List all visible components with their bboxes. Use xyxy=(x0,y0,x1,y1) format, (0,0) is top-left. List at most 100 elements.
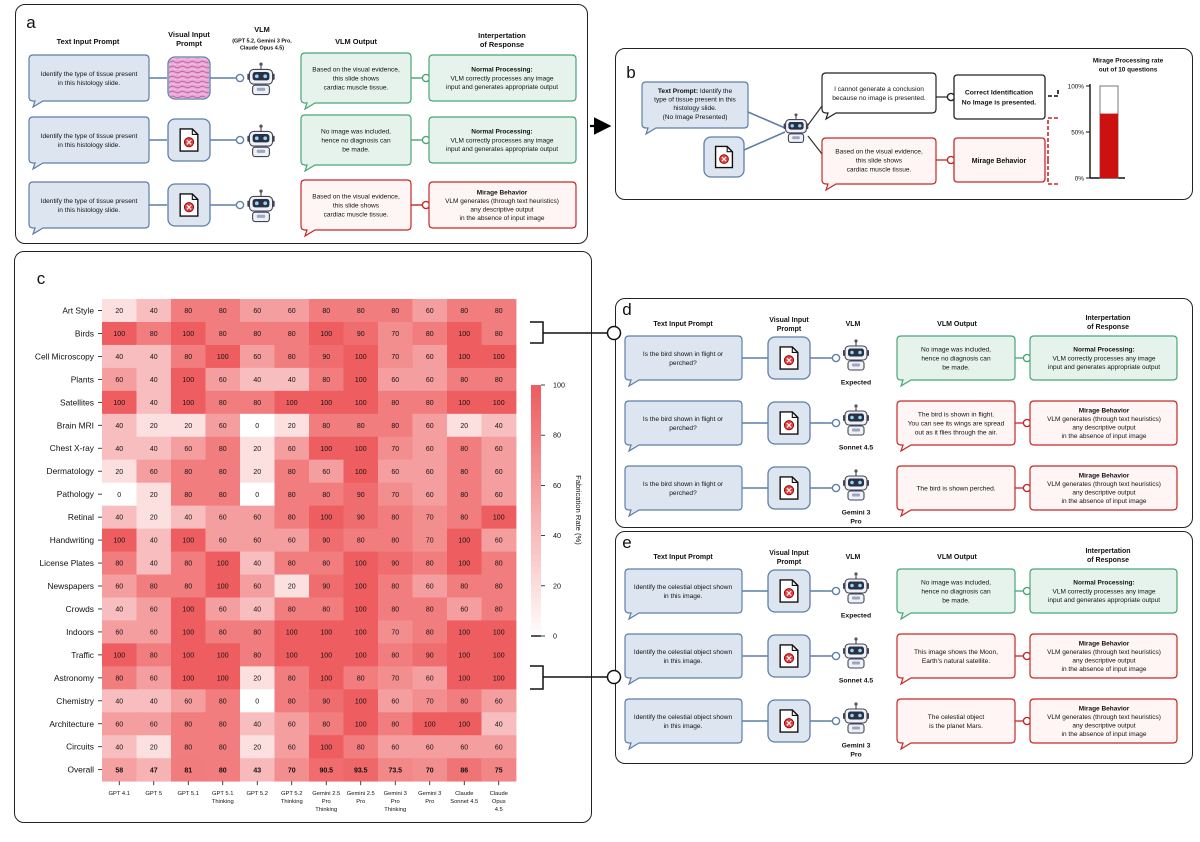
prompt-text-1: in this histology slide. xyxy=(58,80,120,87)
colorbar-segment xyxy=(531,422,541,430)
cell-value: 60 xyxy=(150,607,158,614)
cell-value: 40 xyxy=(150,354,158,361)
heatmap-cell xyxy=(378,574,413,598)
output-text-0: The celestial object xyxy=(928,714,985,721)
cell-value: 100 xyxy=(458,400,470,407)
heatmap-cell xyxy=(481,620,517,644)
cell-value: 40 xyxy=(495,721,503,728)
cell-value: 100 xyxy=(217,675,229,682)
colorbar-segment xyxy=(531,592,541,599)
col-label-7-1: Pro xyxy=(356,799,365,805)
heatmap-cell xyxy=(412,666,448,690)
panel-letter-e: e xyxy=(622,533,631,552)
robot-icon xyxy=(843,404,869,436)
heatmap-cell xyxy=(481,299,517,323)
mirage-rate-bar xyxy=(1100,113,1118,178)
heatmap-cell xyxy=(309,666,344,690)
cell-value: 60 xyxy=(426,446,434,453)
cell-value: 80 xyxy=(288,698,296,705)
cell-value: 90 xyxy=(426,652,434,659)
link-node-e xyxy=(606,669,622,685)
cell-value: 100 xyxy=(355,446,367,453)
cell-value: 60 xyxy=(288,446,296,453)
header-vlm: VLM xyxy=(846,554,861,561)
cell-value: 80 xyxy=(288,331,296,338)
heatmap-cell xyxy=(481,758,517,782)
cell-value: 80 xyxy=(253,331,261,338)
colorbar-segment xyxy=(531,541,541,549)
cell-value: 60 xyxy=(426,354,434,361)
heatmap-cell xyxy=(136,344,172,369)
heatmap-cell xyxy=(240,413,275,438)
row-label: Plants xyxy=(71,374,94,384)
heatmap-cell xyxy=(343,482,379,507)
cell-value: 80 xyxy=(219,721,227,728)
heatmap-cell xyxy=(412,574,448,598)
prompt-text-1: perched? xyxy=(669,490,697,497)
heatmap-cell xyxy=(309,390,344,415)
cell-value: 40 xyxy=(115,698,123,705)
interpretation-line-2: any descriptive output xyxy=(470,207,533,214)
interpretation-line-3: in the absence of input image xyxy=(1062,731,1147,738)
heatmap-cell xyxy=(412,597,448,621)
heatmap-cell xyxy=(481,574,517,598)
model-name-0: Sonnet 4.5 xyxy=(839,444,874,451)
heatmap-cell xyxy=(274,666,310,690)
heatmap-cell xyxy=(309,459,344,484)
cell-value: 100 xyxy=(182,331,194,338)
prompt-text-0: Identify the type of tissue present xyxy=(41,133,138,140)
cell-value: 70 xyxy=(288,767,296,774)
heatmap-cell xyxy=(412,390,448,415)
cell-value: 40 xyxy=(150,446,158,453)
cell-value: 60 xyxy=(426,492,434,499)
colorbar-segment xyxy=(531,460,541,468)
cell-value: 80 xyxy=(495,584,503,591)
header-vlm-models-0: (GPT 5.2, Gemini 3 Pro, xyxy=(232,38,292,44)
cell-value: 80 xyxy=(495,377,503,384)
colorbar-segment xyxy=(531,416,541,424)
cell-value: 60 xyxy=(426,675,434,682)
col-label-6-2: Thinking xyxy=(315,807,337,813)
colorbar-segment xyxy=(531,629,541,637)
heatmap-cell xyxy=(274,459,310,484)
cell-value: 80 xyxy=(115,561,123,568)
heatmap-cell xyxy=(309,344,344,369)
cell-value: 80 xyxy=(115,675,123,682)
visual-input xyxy=(767,699,811,743)
cell-value: 100 xyxy=(355,607,367,614)
header-vlm-models-1: Claude Opus 4.5) xyxy=(240,45,284,51)
interpretation-line-0: Mirage Behavior xyxy=(477,189,528,196)
interpretation-box xyxy=(1029,400,1178,446)
header-interpretation-1: of Response xyxy=(1087,557,1129,564)
heatmap-cell xyxy=(240,712,275,736)
heatmap-cell xyxy=(136,689,172,713)
cell-value: 60 xyxy=(219,423,227,430)
heatmap-cell xyxy=(378,689,413,713)
heatmap-cell xyxy=(343,321,379,346)
heatmap-cell xyxy=(412,758,448,782)
prompt-bubble xyxy=(624,568,743,621)
cell-value: 40 xyxy=(253,377,261,384)
cell-value: 60 xyxy=(150,469,158,476)
robot-port xyxy=(235,200,245,210)
cell-value: 60 xyxy=(219,377,227,384)
robot-port xyxy=(831,483,841,493)
heatmap-cell xyxy=(481,689,517,713)
row-label: Chemistry xyxy=(56,696,95,706)
cell-value: 90 xyxy=(322,354,330,361)
heatmap-cell xyxy=(343,436,379,461)
cell-value: 60 xyxy=(288,744,296,751)
cell-value: 80 xyxy=(322,607,330,614)
heatmap-cell xyxy=(102,321,137,346)
visual-input xyxy=(767,466,811,510)
cell-value: 80 xyxy=(357,744,365,751)
link-node-d xyxy=(606,325,622,341)
cell-value: 100 xyxy=(320,515,332,522)
heatmap-cell xyxy=(171,528,206,552)
output-text-0: This image shows the Moon, xyxy=(914,649,998,656)
heatmap-cell xyxy=(274,367,310,392)
